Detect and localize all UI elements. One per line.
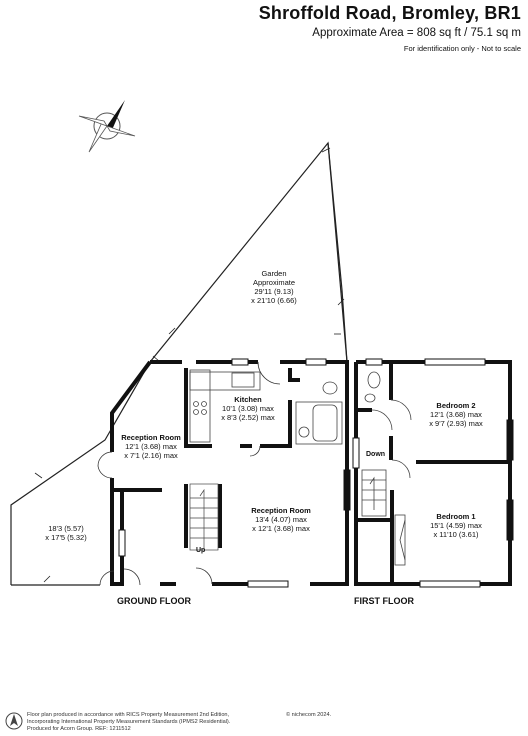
kitchen-fittings — [189, 369, 261, 443]
stairs-up-label: Up — [196, 547, 206, 554]
first-floor-fittings — [361, 371, 412, 566]
first-floor-windows — [352, 358, 514, 588]
scale-bar-icon — [5, 712, 23, 730]
first-floor-label: FIRST FLOOR — [354, 596, 414, 606]
footer-text: Floor plan produced in accordance with R… — [27, 712, 231, 732]
reception-room-2-label: Reception Room 13'4 (4.07) max x 12'1 (3… — [251, 506, 311, 533]
boundary-markers — [34, 147, 345, 583]
copyright: © nichecom 2024. — [286, 712, 332, 718]
property-address: Shroffold Road, Bromley, BR1 — [258, 3, 521, 23]
ground-floor-stairs — [189, 483, 219, 551]
compass-icon — [78, 100, 136, 153]
garden-label: Garden Approximate 29'11 (9.13) x 21'10 … — [251, 269, 297, 305]
first-floor-walls — [354, 360, 512, 586]
bedroom-1-label: Bedroom 1 15'1 (4.59) max x 11'10 (3.61) — [430, 512, 482, 539]
approximate-area: Approximate Area = 808 sq ft / 75.1 sq m — [312, 27, 521, 39]
bedroom-2-label: Bedroom 2 12'1 (3.68) max x 9'7 (2.93) m… — [429, 401, 483, 428]
stairs-down-label: Down — [366, 451, 386, 458]
ground-floor-windows — [118, 358, 351, 588]
ground-floor-doors — [97, 361, 281, 586]
front-garden-label: 18'3 (5.57) x 17'5 (5.32) — [45, 524, 87, 542]
identification-note: For identification only - Not to scale — [403, 44, 521, 53]
ground-floor-label: GROUND FLOOR — [117, 596, 191, 606]
reception-room-1-label: Reception Room 12'1 (3.68) max x 7'1 (2.… — [121, 433, 181, 460]
ground-bathroom-fittings — [295, 381, 343, 445]
kitchen-label: Kitchen 10'1 (3.08) max x 8'3 (2.52) max — [221, 395, 275, 422]
